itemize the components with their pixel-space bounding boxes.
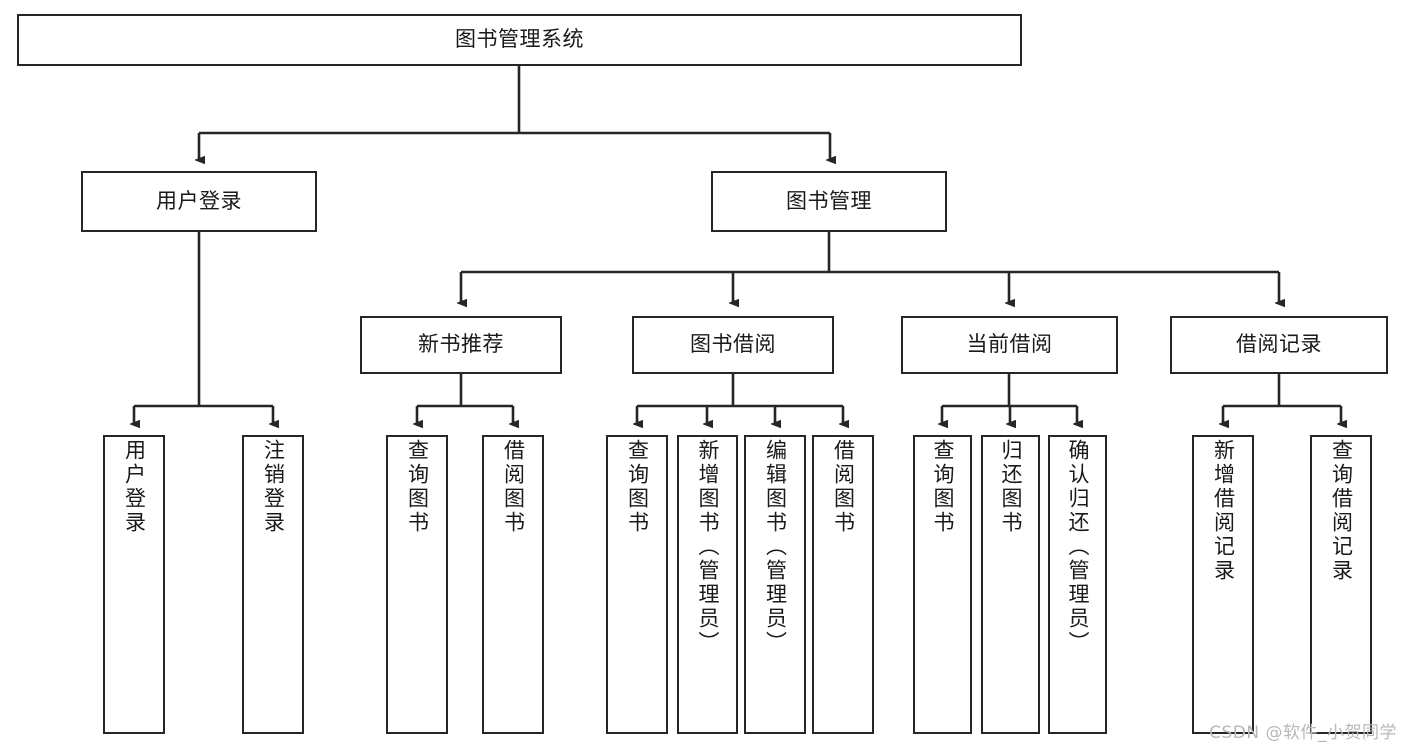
- node-leaf-add-book-admin[interactable]: 新增图书（管理员）: [677, 435, 738, 734]
- node-leaf-borrow-book-label: 借阅图书: [831, 439, 856, 535]
- node-leaf-user-logout[interactable]: 注销登录: [242, 435, 304, 734]
- node-book-management-label: 图书管理: [786, 188, 872, 213]
- node-leaf-query-book-current[interactable]: 查询图书: [913, 435, 972, 734]
- node-leaf-user-logout-label: 注销登录: [261, 439, 286, 535]
- node-leaf-query-book-borrow[interactable]: 查询图书: [606, 435, 668, 734]
- node-book-borrow-label: 图书借阅: [690, 332, 776, 357]
- node-leaf-user-login[interactable]: 用户登录: [103, 435, 165, 734]
- node-leaf-query-borrow-record-label: 查询借阅记录: [1329, 439, 1354, 583]
- csdn-watermark: CSDN @软件_小贺同学: [1209, 723, 1397, 743]
- node-root-label: 图书管理系统: [455, 27, 584, 52]
- node-leaf-borrow-book-recommend[interactable]: 借阅图书: [482, 435, 544, 734]
- node-current-borrow-label: 当前借阅: [966, 332, 1053, 357]
- node-book-borrow[interactable]: 图书借阅: [632, 316, 834, 374]
- node-leaf-query-book-recommend[interactable]: 查询图书: [386, 435, 448, 734]
- node-user-login-label: 用户登录: [156, 188, 242, 213]
- node-leaf-borrow-book[interactable]: 借阅图书: [812, 435, 874, 734]
- node-leaf-user-login-label: 用户登录: [122, 439, 147, 535]
- node-user-login[interactable]: 用户登录: [81, 171, 317, 232]
- node-leaf-query-book-recommend-label: 查询图书: [405, 439, 430, 535]
- node-leaf-borrow-book-recommend-label: 借阅图书: [501, 439, 526, 535]
- node-leaf-add-borrow-record-label: 新增借阅记录: [1211, 439, 1236, 583]
- node-leaf-query-book-borrow-label: 查询图书: [625, 439, 650, 535]
- node-leaf-edit-book-admin[interactable]: 编辑图书（管理员）: [744, 435, 806, 734]
- node-leaf-add-borrow-record[interactable]: 新增借阅记录: [1192, 435, 1254, 734]
- node-leaf-edit-book-admin-label: 编辑图书（管理员）: [763, 439, 788, 655]
- node-leaf-query-book-current-label: 查询图书: [931, 439, 955, 535]
- node-borrow-record-label: 借阅记录: [1236, 332, 1322, 357]
- node-book-management[interactable]: 图书管理: [711, 171, 947, 232]
- node-current-borrow[interactable]: 当前借阅: [901, 316, 1118, 374]
- node-leaf-confirm-return-admin[interactable]: 确认归还（管理员）: [1048, 435, 1107, 734]
- node-root[interactable]: 图书管理系统: [17, 14, 1022, 66]
- node-leaf-return-book[interactable]: 归还图书: [981, 435, 1040, 734]
- node-leaf-query-borrow-record[interactable]: 查询借阅记录: [1310, 435, 1372, 734]
- node-leaf-confirm-return-admin-label: 确认归还（管理员）: [1066, 439, 1090, 655]
- node-new-book-recommend-label: 新书推荐: [418, 332, 504, 357]
- node-borrow-record[interactable]: 借阅记录: [1170, 316, 1388, 374]
- node-new-book-recommend[interactable]: 新书推荐: [360, 316, 562, 374]
- node-leaf-add-book-admin-label: 新增图书（管理员）: [696, 439, 720, 655]
- node-leaf-return-book-label: 归还图书: [999, 439, 1023, 535]
